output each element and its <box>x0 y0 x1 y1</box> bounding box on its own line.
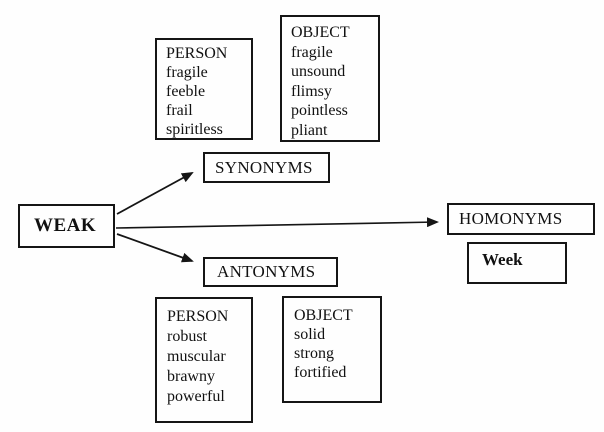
word-item: muscular <box>167 348 226 365</box>
antonyms-object-box: OBJECT solid strong fortified <box>282 296 382 403</box>
word-item: fragile <box>166 64 208 81</box>
word-item: solid <box>294 326 326 343</box>
word-list: solid strong fortified <box>294 325 376 382</box>
synonyms-person-box: PERSON fragile feeble frail spiritless <box>155 38 253 140</box>
homonyms-node-label: HOMONYMS <box>459 209 563 228</box>
word-item: pointless <box>291 102 348 119</box>
word-list: robust muscular brawny powerful <box>167 327 247 407</box>
wordbox-title: PERSON <box>166 45 228 62</box>
wordbox-title: PERSON <box>167 308 229 325</box>
word-item: fragile <box>291 43 333 61</box>
word-item: brawny <box>167 368 215 385</box>
word-item: robust <box>167 328 207 345</box>
word-item: unsound <box>291 63 346 80</box>
word-item: fortified <box>294 364 347 381</box>
synonyms-object-box: OBJECT fragile unsound flimsy pointless plia… <box>280 15 380 142</box>
word-item: powerful <box>167 388 225 405</box>
word-item: flimsy <box>291 82 332 100</box>
arrow-weak-to-synonyms <box>116 172 194 215</box>
weak-node-label: WEAK <box>34 215 97 236</box>
word-item: feeble <box>166 83 206 100</box>
homonym-example-box: Week <box>467 242 567 284</box>
wordbox-title: OBJECT <box>294 307 353 324</box>
arrow-weak-to-antonyms <box>116 233 194 263</box>
word-list: fragile feeble frail spiritless <box>166 63 247 139</box>
synonyms-node-label: SYNONYMS <box>215 157 313 177</box>
word-item: pliant <box>291 121 328 139</box>
word-item: frail <box>166 102 193 119</box>
antonyms-node-label: ANTONYMS <box>217 262 316 281</box>
weak-node: WEAK <box>18 204 115 248</box>
word-item: spiritless <box>166 121 223 138</box>
antonyms-person-box: PERSON robust muscular brawny powerful <box>155 297 253 423</box>
arrow-weak-to-homonyms <box>115 217 439 229</box>
word-list: fragile unsound flimsy pointless pliant <box>291 43 374 141</box>
homonym-example-label: Week <box>482 250 523 269</box>
word-item: strong <box>294 345 334 362</box>
antonyms-node: ANTONYMS <box>203 257 338 287</box>
wordbox-title: OBJECT <box>291 24 350 41</box>
synonyms-node: SYNONYMS <box>203 152 330 183</box>
homonyms-node: HOMONYMS <box>447 203 595 235</box>
